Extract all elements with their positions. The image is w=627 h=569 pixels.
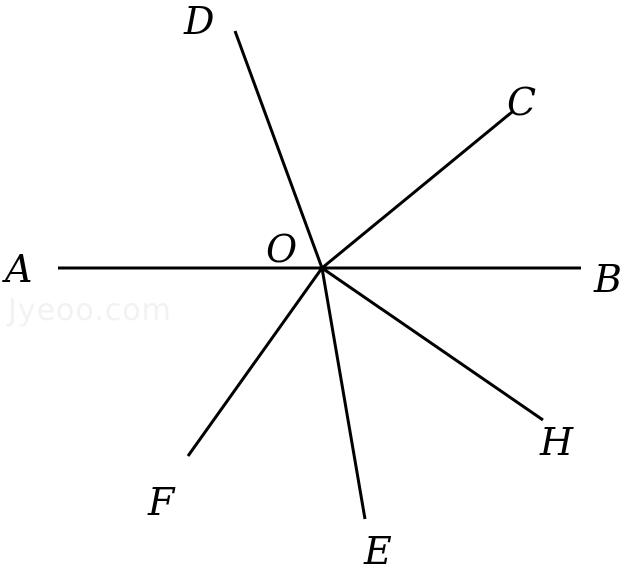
label-c: C bbox=[507, 80, 536, 124]
label-a: A bbox=[2, 247, 32, 291]
label-d: D bbox=[183, 0, 214, 43]
ray-oe bbox=[320, 267, 367, 520]
label-e: E bbox=[363, 529, 392, 569]
label-o: O bbox=[266, 227, 297, 271]
label-h: H bbox=[539, 420, 574, 464]
label-f: F bbox=[147, 480, 176, 524]
ray-of bbox=[186, 267, 324, 457]
ray-od bbox=[233, 30, 324, 269]
ray-oc bbox=[321, 110, 513, 270]
watermark: Jyeoo.com bbox=[6, 293, 172, 328]
ray-oh bbox=[321, 266, 544, 422]
label-b: B bbox=[593, 257, 622, 301]
